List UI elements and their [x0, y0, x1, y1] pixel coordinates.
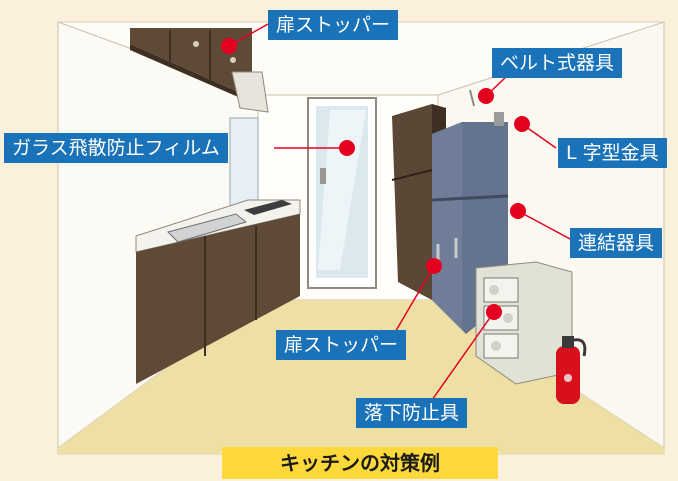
marker-fall-prevention — [486, 304, 502, 320]
marker-connector — [510, 203, 526, 219]
fire-extinguisher — [556, 336, 587, 404]
marker-belt-fixture — [478, 88, 494, 104]
label-door-stopper-top: 扉ストッパー — [268, 10, 399, 40]
marker-l-bracket — [514, 116, 530, 132]
marker-door-stopper-top — [221, 38, 237, 54]
label-l-bracket: L 字型金具 — [558, 138, 667, 168]
belt-fixture — [469, 89, 475, 107]
caption-kitchen-measures: キッチンの対策例 — [222, 447, 498, 479]
kitchen-counter — [135, 199, 301, 384]
label-glass-film: ガラス飛散防止フィルム — [4, 133, 228, 163]
back-door — [307, 97, 377, 289]
marker-door-stopper-bottom — [426, 258, 442, 274]
label-door-stopper-bottom: 扉ストッパー — [276, 330, 407, 360]
label-connector: 連結器具 — [570, 228, 663, 258]
label-fall-prevention: 落下防止具 — [356, 398, 468, 428]
marker-glass-film — [339, 140, 355, 156]
red-markers — [221, 38, 530, 320]
range-hood — [231, 71, 269, 113]
side-window — [229, 117, 259, 211]
label-belt-fixture: ベルト式器具 — [492, 48, 623, 78]
